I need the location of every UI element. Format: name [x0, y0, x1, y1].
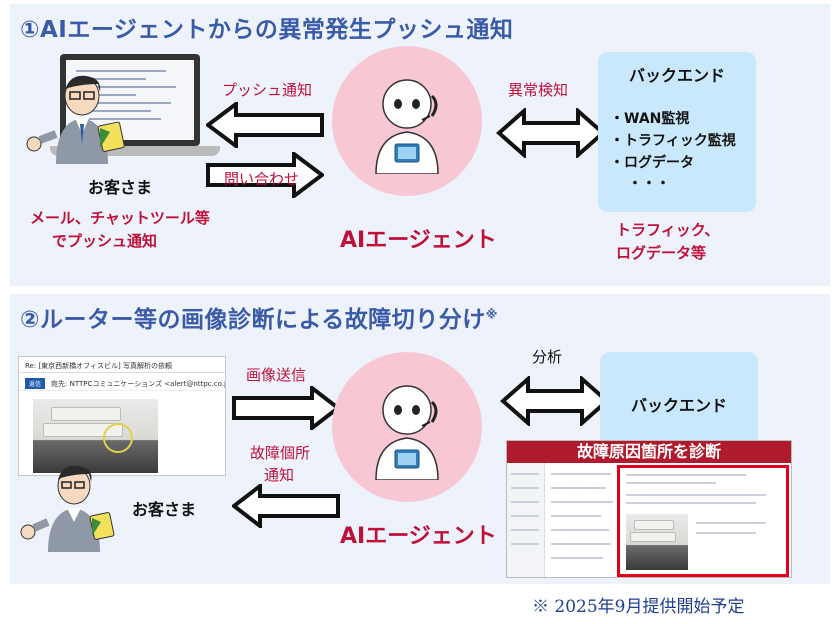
customer-laptop-illustration: [20, 54, 220, 164]
analysis-double-arrow: [500, 376, 610, 426]
section2-robot-icon: [375, 385, 439, 480]
backend-item-traffic: ・トラフィック監視: [610, 133, 736, 149]
backend-item-log: ・ログデータ: [610, 155, 694, 171]
mail-to: 宛先: NTTPCコミュニケーションズ <alert@nttpc.co.jp>: [51, 380, 225, 388]
backend-note-line1: トラフィック、: [616, 221, 720, 239]
fault-notice-label-line1: 故障個所: [250, 444, 311, 462]
push-arrow-left: [206, 102, 324, 148]
customer-person-icon: [26, 75, 125, 164]
section2-backend-box: バックエンド: [600, 352, 758, 452]
section2-customer-label: お客さま: [132, 500, 197, 519]
diagnosis-banner: 故障原因箇所を診断: [507, 441, 791, 463]
fault-notice-label-line2: 通知: [264, 466, 295, 484]
section2-backend-title: バックエンド: [630, 396, 727, 415]
section2-ai-agent-label: AIエージェント: [340, 524, 497, 549]
section1-backend-box: バックエンド ・WAN監視 ・トラフィック監視 ・ログデータ ・・・: [598, 52, 756, 212]
diagnosis-photo: [626, 514, 688, 570]
diagnosis-screenshot: 故障原因箇所を診断: [506, 440, 792, 578]
backend-note-line2: ログデータ等: [616, 244, 707, 262]
anomaly-double-arrow: [496, 108, 606, 158]
diagnosis-highlight-box: [617, 465, 789, 577]
fault-notice-arrow-left: [232, 484, 340, 528]
section2-title: ②ルーター等の画像診断による故障切り分け: [20, 307, 486, 333]
image-send-arrow-right: [232, 386, 340, 430]
section2-ai-agent-circle: [332, 352, 482, 502]
section1-backend-title: バックエンド: [628, 66, 725, 85]
mail-reply-button[interactable]: 返信: [25, 378, 46, 389]
section2-panel: ②ルーター等の画像診断による故障切り分け※ Re: [東京西新橋オフィスビル] …: [10, 294, 830, 584]
section2-customer-person-icon: [20, 465, 115, 552]
inquiry-label: 問い合わせ: [224, 170, 300, 188]
diagnosis-sidebar: [507, 463, 545, 577]
section1-panel: ①AIエージェントからの異常発生プッシュ通知: [10, 4, 830, 286]
image-send-label: 画像送信: [246, 366, 307, 384]
section1-customer-label: お客さま: [88, 178, 153, 197]
section2-title-wrap: ②ルーター等の画像診断による故障切り分け※: [20, 300, 498, 334]
section1-title: ①AIエージェントからの異常発生プッシュ通知: [20, 17, 514, 43]
inquiry-arrow-right: [206, 152, 324, 198]
router-photo: [33, 399, 158, 473]
laptop-base: [50, 146, 220, 156]
mail-subject: Re: [東京西新橋オフィスビル] 写真解析の依頼: [19, 357, 225, 373]
footnote: ※ 2025年9月提供開始予定: [532, 597, 745, 617]
backend-item-wan: ・WAN監視: [610, 111, 690, 127]
mail-window: Re: [東京西新橋オフィスビル] 写真解析の依頼 返信宛先: NTTPCコミュ…: [18, 356, 226, 476]
analysis-label: 分析: [532, 348, 563, 366]
backend-item-more: ・・・: [628, 176, 670, 192]
section2-title-mark: ※: [485, 307, 498, 322]
section1-customer-note-line1: メール、チャットツール等: [30, 209, 210, 227]
push-notification-label: プッシュ通知: [222, 81, 313, 99]
section1-ai-agent-label: AIエージェント: [340, 228, 497, 253]
section1-customer-note-line2: でプッシュ通知: [52, 232, 158, 250]
mail-meta-row: 返信宛先: NTTPCコミュニケーションズ <alert@nttpc.co.jp…: [19, 373, 225, 391]
ai-agent-circle: [332, 46, 482, 196]
anomaly-detection-label: 異常検知: [508, 81, 569, 99]
robot-icon: [375, 79, 439, 174]
